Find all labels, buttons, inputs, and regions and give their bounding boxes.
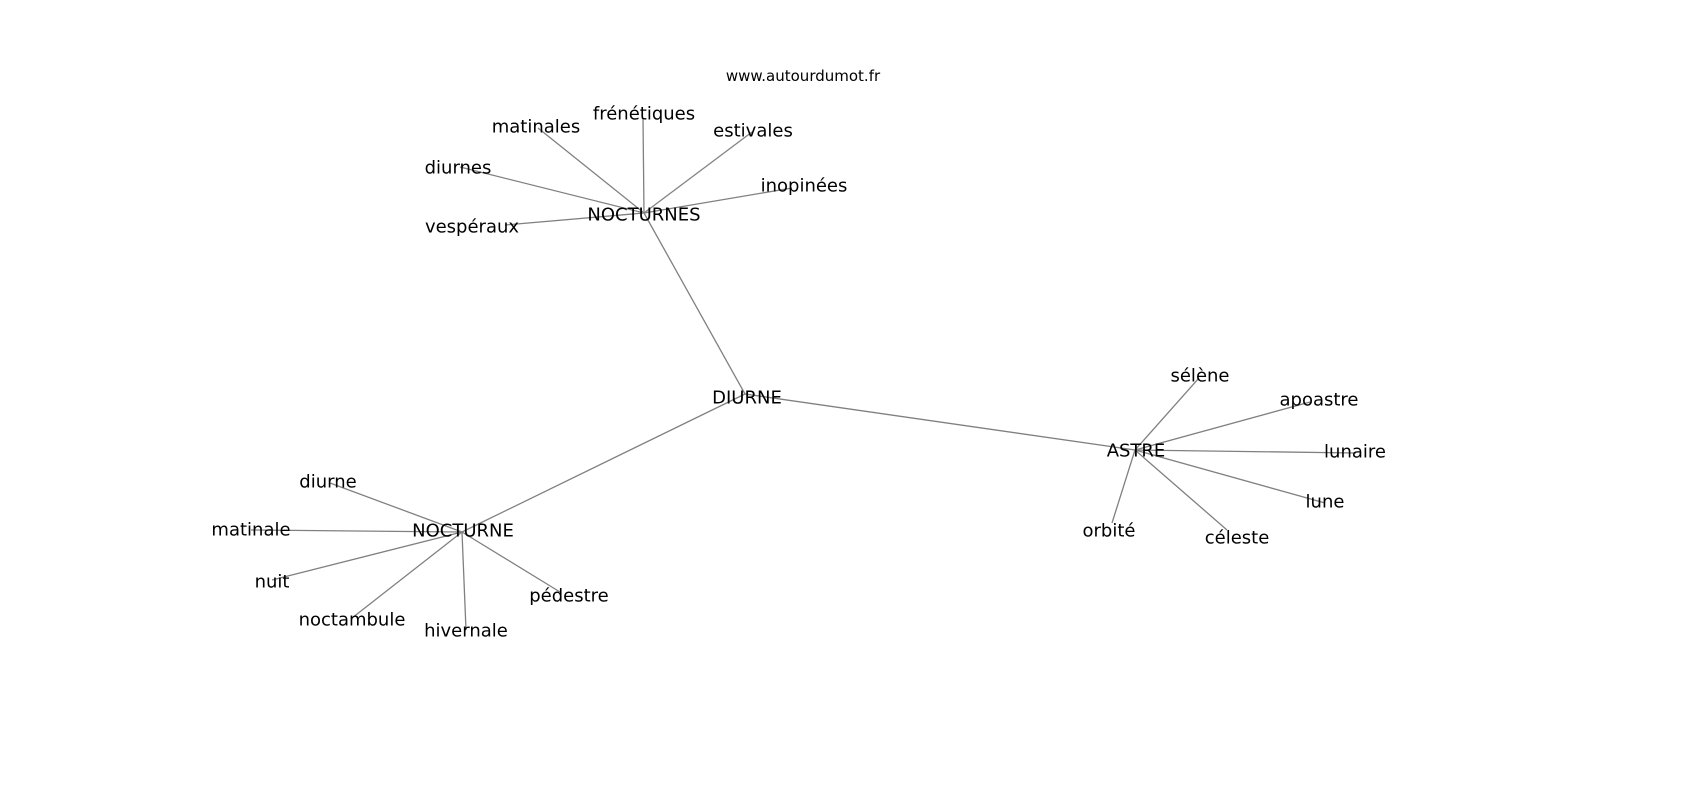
- node-frenetiques[interactable]: frénétiques: [593, 104, 695, 125]
- node-lunaire[interactable]: lunaire: [1324, 442, 1386, 463]
- node-apoastre[interactable]: apoastre: [1279, 390, 1358, 411]
- node-diurnes[interactable]: diurnes: [425, 158, 492, 179]
- edge-astre-apoastre: [1134, 401, 1311, 451]
- node-diurne[interactable]: diurne: [299, 472, 356, 493]
- site-watermark: www.autourdumot.fr: [726, 67, 881, 85]
- node-pedestre[interactable]: pédestre: [529, 586, 609, 607]
- node-hivernale[interactable]: hivernale: [424, 621, 508, 642]
- node-selene[interactable]: sélène: [1170, 366, 1229, 387]
- node-nuit[interactable]: nuit: [255, 572, 290, 593]
- node-diurne_c[interactable]: DIURNE: [712, 388, 782, 409]
- edge-nocturne-diurne: [329, 482, 463, 533]
- edge-nocturnes-inopinees: [643, 187, 793, 214]
- node-nocturnes[interactable]: NOCTURNES: [587, 205, 700, 226]
- edge-nocturne-noctambule: [351, 531, 463, 619]
- edge-nocturne-pedestre: [461, 531, 561, 593]
- node-noctambule[interactable]: noctambule: [299, 610, 406, 631]
- edge-nocturne-matinale: [250, 529, 463, 533]
- edge-nocturne-hivernale: [461, 531, 467, 631]
- edge-astre-selene: [1134, 377, 1200, 451]
- edge-nocturnes-vesperaux: [504, 212, 645, 226]
- edge-diurne_c-nocturnes: [643, 212, 746, 395]
- edge-nocturnes-diurnes: [459, 166, 645, 214]
- node-inopinees[interactable]: inopinées: [761, 176, 848, 197]
- node-matinale[interactable]: matinale: [211, 520, 290, 541]
- edges: [250, 117, 1357, 631]
- edge-diurne_c-astre: [744, 393, 1136, 451]
- node-lune[interactable]: lune: [1306, 492, 1345, 513]
- node-orbite[interactable]: orbité: [1083, 521, 1136, 542]
- edge-astre-lune: [1134, 449, 1326, 504]
- node-vesperaux[interactable]: vespéraux: [425, 217, 519, 238]
- edge-astre-celeste: [1134, 449, 1228, 531]
- edge-nocturne-nuit: [271, 531, 463, 581]
- edge-nocturnes-frenetiques: [642, 117, 645, 214]
- edge-nocturnes-estivales: [643, 131, 753, 214]
- nodes: DIURNE NOCTURNES NOCTURNE ASTRE matinales fré…: [211, 104, 1386, 642]
- edge-diurne_c-nocturne: [461, 393, 746, 533]
- edge-astre-orbite: [1111, 449, 1136, 524]
- node-celeste[interactable]: céleste: [1205, 528, 1270, 549]
- node-matinales[interactable]: matinales: [492, 117, 581, 138]
- node-astre[interactable]: ASTRE: [1107, 441, 1166, 462]
- node-estivales[interactable]: estivales: [713, 121, 793, 142]
- edge-astre-lunaire: [1134, 449, 1357, 454]
- edge-nocturnes-matinales: [537, 127, 645, 214]
- node-nocturne[interactable]: NOCTURNE: [412, 521, 514, 542]
